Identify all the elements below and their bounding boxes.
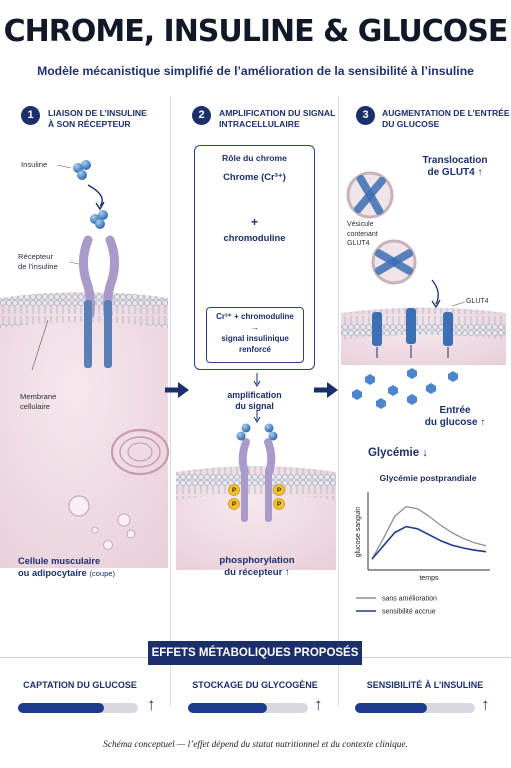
effect-bar-glycogen-storage xyxy=(188,703,308,713)
complex-text: Cr³⁺ + chromoduline → signal insulinique… xyxy=(206,311,304,355)
plus-sign: + xyxy=(194,216,315,228)
effect-bar-insulin-sensitivity xyxy=(355,703,475,713)
legend-label-0: sans amélioration xyxy=(382,596,437,603)
effect-bar-glucose-uptake xyxy=(18,703,138,713)
insulin-label: Insuline xyxy=(21,160,47,170)
panel-1-cell xyxy=(0,160,168,568)
cr-badge: Cr³⁺ xyxy=(245,195,269,205)
footnote: Schéma conceptuel — l’effet dépend du st… xyxy=(0,740,511,750)
y-axis-label: glucose sanguin xyxy=(355,507,362,558)
phospho-marker: P xyxy=(275,486,283,496)
effects-title: EFFETS MÉTABOLIQUES PROPOSÉS xyxy=(148,641,362,665)
effect-bar-fill xyxy=(188,703,267,713)
series-line-0 xyxy=(372,507,486,559)
x-axis-label: temps xyxy=(419,575,439,582)
effect-bar-fill xyxy=(355,703,427,713)
postprandial-glycemia-chart: Glycémie postprandiale glucose sanguin t… xyxy=(346,470,496,620)
phospho-marker: P xyxy=(230,500,238,510)
cell-type-label: Cellule musculaire ou adipocytaire (coup… xyxy=(18,555,115,580)
legend-label-1: sensibilité accrue xyxy=(382,609,436,616)
effect-label-glycogen-storage: STOCKAGE DU GLYCOGÈNE xyxy=(185,680,325,690)
step-2-number: 2 xyxy=(192,106,211,125)
up-arrow-icon: ↑ xyxy=(314,695,323,715)
series-line-1 xyxy=(372,527,486,560)
effect-label-glucose-uptake: CAPTATION DU GLUCOSE xyxy=(20,680,140,690)
glycemia-label: Glycémie ↓ xyxy=(348,447,448,459)
chart-title: Glycémie postprandiale xyxy=(380,473,477,483)
phospho-marker: P xyxy=(275,500,283,510)
up-arrow-icon: ↑ xyxy=(481,695,490,715)
chromodulin-label: chromoduline xyxy=(194,232,315,244)
step-1-number: 1 xyxy=(21,106,40,125)
effect-bar-fill xyxy=(18,703,104,713)
glut4-label: GLUT4 xyxy=(466,297,489,307)
step-3-number: 3 xyxy=(356,106,375,125)
effect-label-insulin-sensitivity: SENSIBILITÉ À L’INSULINE xyxy=(350,680,500,690)
role-title: Rôle du chrome xyxy=(194,152,315,164)
chrome-label: Chrome (Cr³⁺) xyxy=(194,171,315,183)
up-arrow-icon: ↑ xyxy=(147,695,156,715)
phospho-marker: P xyxy=(230,486,238,496)
panel-3-illustration xyxy=(341,173,506,409)
